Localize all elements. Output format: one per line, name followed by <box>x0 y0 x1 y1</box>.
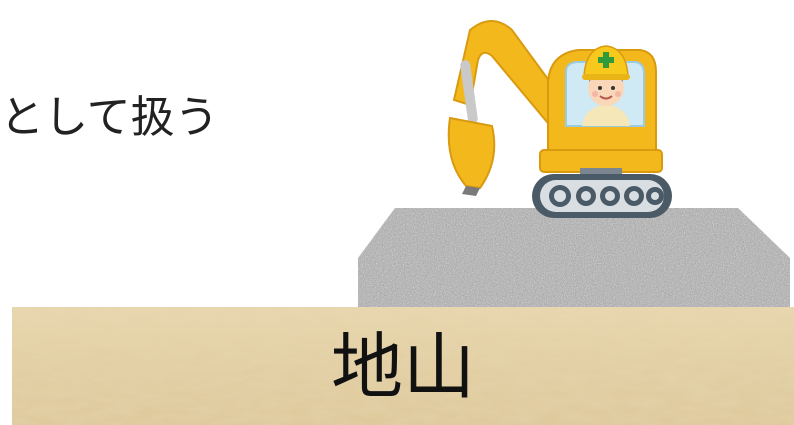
ground-label: 地山 <box>330 325 475 409</box>
caption-text: として扱う <box>0 92 219 143</box>
ground-texture <box>12 307 794 425</box>
ground-layer: 地山 <box>12 307 794 425</box>
